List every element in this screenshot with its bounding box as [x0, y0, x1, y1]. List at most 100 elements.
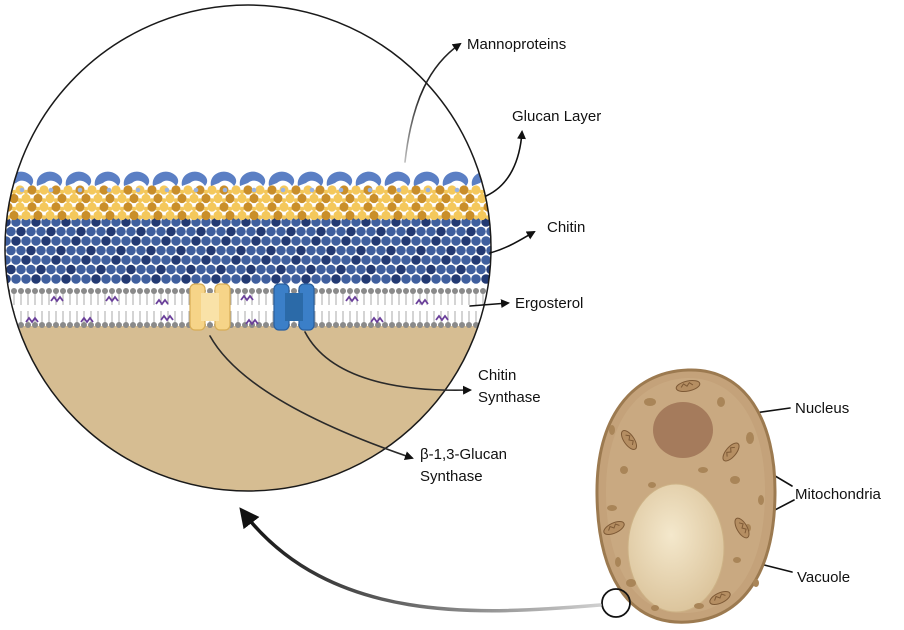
lipid-head — [340, 322, 346, 328]
label-glucan-layer: Glucan Layer — [512, 108, 601, 125]
chitin-unit — [376, 245, 386, 256]
glucan-unit — [369, 193, 379, 204]
chitin-unit — [431, 274, 441, 284]
glucan-unit — [381, 210, 391, 221]
lipid-head — [333, 288, 339, 294]
chitin-unit — [181, 274, 191, 284]
glucan-unit — [293, 215, 299, 220]
chitin-unit — [281, 255, 291, 265]
glucan-unit — [137, 215, 143, 220]
chitin-unit — [136, 245, 146, 256]
lipid-head — [102, 322, 108, 328]
chitin-unit — [211, 255, 221, 265]
chitin-unit — [271, 236, 281, 246]
mannoprotein — [297, 171, 324, 186]
lipid-head — [326, 288, 332, 294]
chitin-unit — [51, 217, 61, 227]
chitin-unit — [351, 217, 361, 227]
mannoprotein — [94, 171, 121, 186]
mannoprotein — [181, 171, 208, 186]
chitin-unit — [381, 255, 391, 265]
chitin-unit — [386, 245, 396, 256]
chitin-unit — [276, 264, 286, 275]
chitin-unit — [286, 226, 296, 237]
glucan-unit — [237, 210, 247, 221]
glucan-unit — [93, 210, 103, 221]
lipid-head — [25, 288, 31, 294]
chitin-unit — [106, 245, 116, 256]
chitin-unit — [426, 264, 436, 275]
chitin-unit — [351, 236, 361, 246]
chitin-unit — [116, 226, 126, 237]
glucan-unit — [59, 189, 65, 195]
glucan-unit — [477, 210, 487, 221]
glucan-unit — [269, 198, 275, 203]
glucan-unit — [195, 185, 205, 195]
glucan-unit — [21, 193, 31, 204]
lipid-head — [242, 288, 248, 294]
glucan-unit — [459, 185, 469, 195]
glucan-unit — [185, 215, 191, 220]
glucan-unit — [41, 215, 47, 220]
chitin-unit — [211, 274, 221, 284]
chitin-unit — [81, 255, 91, 265]
glucan-unit — [333, 210, 343, 221]
glucan-unit — [321, 193, 331, 204]
chitin-unit — [486, 226, 491, 237]
glucan-unit — [221, 215, 227, 220]
glucan-unit — [203, 206, 209, 212]
mannoprotein — [65, 171, 92, 186]
glucan-unit — [359, 206, 365, 212]
lipid-head — [109, 288, 115, 294]
chitin-unit — [461, 255, 471, 265]
chitin-unit — [131, 236, 141, 246]
chitin-unit — [196, 226, 206, 237]
glucan-unit — [167, 206, 173, 212]
glucan-unit — [51, 185, 61, 195]
chitin-unit — [166, 245, 176, 256]
glucan-unit — [131, 206, 137, 212]
label-mitochondria: Mitochondria — [795, 486, 882, 503]
chitin-unit — [406, 245, 416, 256]
glucan-unit — [477, 193, 487, 204]
chitin-unit — [416, 264, 426, 275]
chitin-unit — [321, 236, 331, 246]
mannoprotein — [152, 171, 179, 186]
lipid-head — [130, 322, 136, 328]
ergosterol-molecule — [345, 295, 359, 303]
chitin-unit — [11, 274, 21, 284]
chitin-unit — [231, 217, 241, 227]
chitin-unit — [371, 255, 381, 265]
chitin-unit — [436, 226, 446, 237]
mannoprotein-bead — [338, 187, 344, 193]
ergosterol-molecule — [160, 314, 174, 322]
lipid-head — [116, 288, 122, 294]
chitin-unit — [6, 264, 16, 275]
lipid-head — [396, 322, 402, 328]
glucan-unit — [75, 202, 85, 212]
glucan-unit — [11, 189, 17, 195]
glucan-unit — [0, 185, 1, 194]
glucan-unit — [239, 206, 245, 212]
chitin-unit — [161, 274, 171, 284]
chitin-unit — [391, 236, 401, 246]
glucan-unit — [299, 189, 305, 195]
glucan-unit — [345, 210, 355, 221]
chitin-unit — [186, 226, 196, 237]
lipid-head — [410, 288, 416, 294]
glucan-unit — [0, 202, 1, 211]
glucan-unit — [365, 198, 371, 203]
glucan-unit — [387, 202, 397, 212]
chitin-unit — [151, 274, 161, 284]
lipid-head — [361, 322, 367, 328]
chitin-unit — [31, 274, 41, 284]
chitin-unit — [266, 226, 276, 237]
glucan-unit — [35, 189, 41, 195]
glucan-unit — [81, 193, 91, 204]
lipid-head — [438, 322, 444, 328]
ergosterol-molecule — [245, 318, 259, 326]
chitin-unit — [236, 226, 246, 237]
chitin-unit — [0, 236, 1, 246]
glucan-unit — [257, 198, 263, 203]
chitin-unit — [466, 226, 476, 237]
